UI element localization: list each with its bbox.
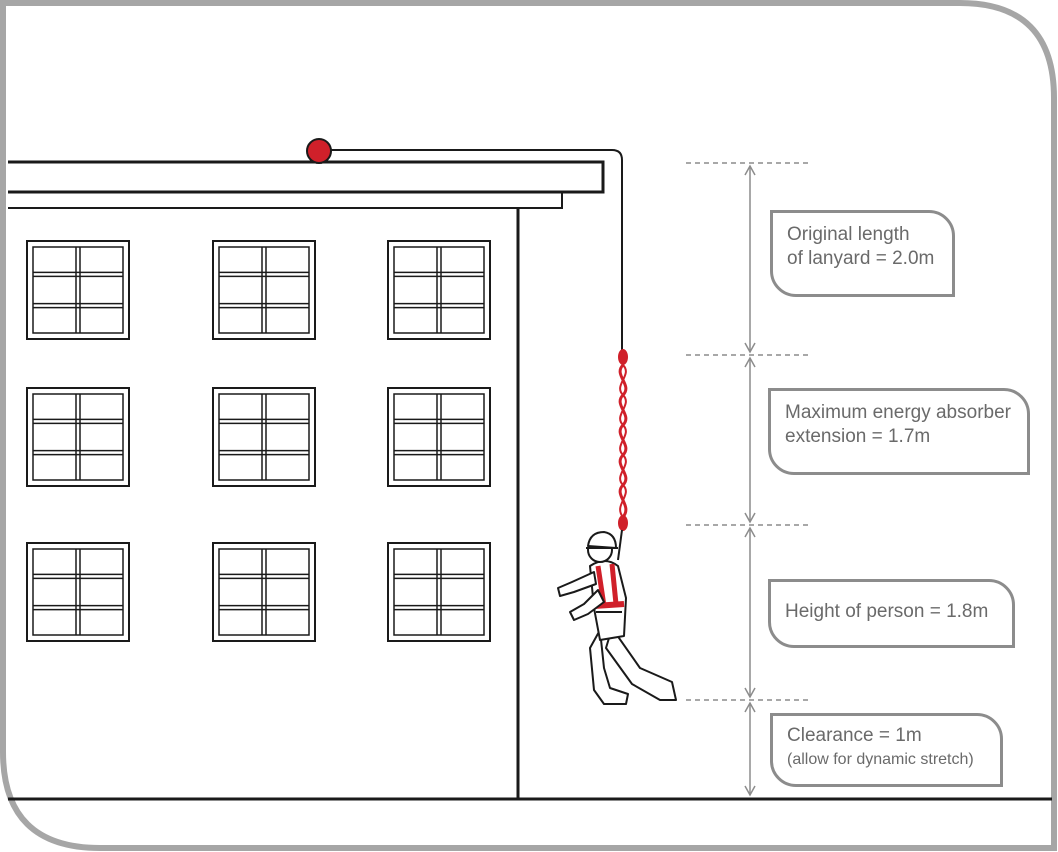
dimension-guides: [686, 162, 810, 701]
lanyard-line: [320, 149, 623, 352]
window: [26, 387, 130, 487]
dimension-arrow: [744, 164, 756, 354]
person-height-text: Height of person = 1.8m: [785, 601, 989, 622]
dimension-arrow: [744, 701, 756, 797]
dimension-arrow-icon: [744, 164, 756, 797]
window: [26, 542, 130, 642]
window: [387, 542, 491, 642]
clearance-label: Clearance = 1m (allow for dynamic stretc…: [770, 713, 1003, 787]
window: [212, 542, 316, 642]
worker-figure-icon: [557, 531, 677, 705]
absorber-extension-line2: extension = 1.7m: [785, 426, 931, 447]
window: [387, 387, 491, 487]
building: [8, 160, 1052, 801]
absorber-extension-label: Maximum energy absorber extension = 1.7m: [768, 388, 1030, 475]
lanyard-length-line2: of lanyard = 2.0m: [787, 248, 935, 269]
clearance-line1: Clearance = 1m: [787, 725, 922, 746]
dimension-arrow: [744, 356, 756, 524]
roof-slab-lower: [8, 191, 563, 209]
lanyard-length-label: Original length of lanyard = 2.0m: [770, 210, 955, 297]
anchor-point-icon: [306, 138, 332, 164]
dimension-arrow: [744, 526, 756, 699]
window: [212, 387, 316, 487]
roof-top-line: [8, 160, 605, 194]
window: [212, 240, 316, 340]
windows: [26, 240, 491, 642]
window: [387, 240, 491, 340]
window: [26, 240, 130, 340]
energy-absorber: [617, 349, 628, 561]
person-height-label: Height of person = 1.8m: [768, 579, 1015, 648]
absorber-extension-line1: Maximum energy absorber: [785, 402, 1011, 423]
clearance-line2: (allow for dynamic stretch): [787, 751, 974, 768]
lanyard-length-line1: Original length: [787, 224, 910, 245]
